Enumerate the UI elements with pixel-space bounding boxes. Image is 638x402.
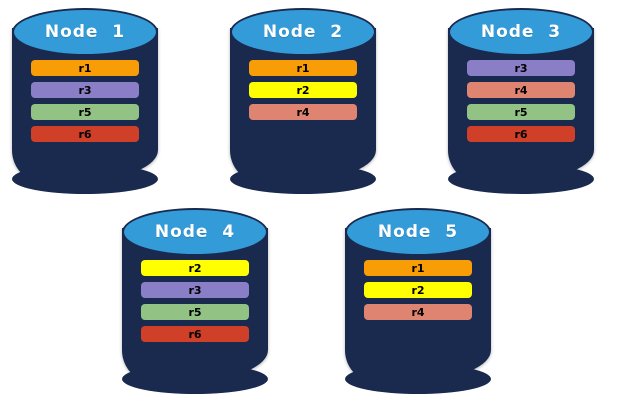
node-title: Node 3 xyxy=(480,22,562,42)
replica-bar-r1[interactable]: r1 xyxy=(364,260,472,276)
replica-bar-r4[interactable]: r4 xyxy=(364,304,472,320)
replica-bar-r2[interactable]: r2 xyxy=(364,282,472,298)
replica-bar-r5[interactable]: r5 xyxy=(31,104,139,120)
replica-bar-r1[interactable]: r1 xyxy=(249,60,357,76)
cylinder-top-ellipse xyxy=(12,8,158,56)
replica-label: r5 xyxy=(78,105,92,119)
replica-label: r6 xyxy=(514,127,528,141)
replica-label: r5 xyxy=(514,105,528,119)
replica-bar-r1[interactable]: r1 xyxy=(31,60,139,76)
replica-label: r6 xyxy=(188,327,202,341)
replica-label: r6 xyxy=(78,127,92,141)
replica-bar-r4[interactable]: r4 xyxy=(467,82,575,98)
node-title: Node 5 xyxy=(377,222,459,242)
replica-label: r4 xyxy=(296,105,310,119)
node-cylinder-2[interactable]: Node 2 r1 r2 r4 xyxy=(230,8,376,194)
cylinder-top-ellipse xyxy=(345,208,491,256)
node-cylinder-5[interactable]: Node 5 r1 r2 r4 xyxy=(345,208,491,394)
node-title: Node 1 xyxy=(44,22,126,42)
replica-bar-r4[interactable]: r4 xyxy=(249,104,357,120)
replica-label: r2 xyxy=(296,83,310,97)
replica-bar-r2[interactable]: r2 xyxy=(141,260,249,276)
node-title: Node 4 xyxy=(154,222,236,242)
replica-label: r3 xyxy=(188,283,202,297)
node-cylinder-4[interactable]: Node 4 r2 r3 r5 r6 xyxy=(122,208,268,394)
replica-list: r2 r3 r5 r6 xyxy=(122,260,268,342)
replica-bar-r5[interactable]: r5 xyxy=(141,304,249,320)
replica-label: r3 xyxy=(78,83,92,97)
replica-label: r3 xyxy=(514,61,528,75)
replica-list: r1 r3 r5 r6 xyxy=(12,60,158,142)
node-title: Node 2 xyxy=(262,22,344,42)
replica-list: r3 r4 r5 r6 xyxy=(448,60,594,142)
replica-label: r4 xyxy=(411,305,425,319)
replica-list: r1 r2 r4 xyxy=(345,260,491,320)
node-cylinder-1[interactable]: Node 1 r1 r3 r5 r6 xyxy=(12,8,158,194)
cylinder-top-ellipse xyxy=(448,8,594,56)
replica-label: r2 xyxy=(411,283,425,297)
replica-bar-r6[interactable]: r6 xyxy=(31,126,139,142)
cylinder-top-ellipse xyxy=(230,8,376,56)
replica-label: r1 xyxy=(296,61,310,75)
replica-label: r1 xyxy=(411,261,425,275)
replica-bar-r3[interactable]: r3 xyxy=(141,282,249,298)
replica-list: r1 r2 r4 xyxy=(230,60,376,120)
replica-bar-r3[interactable]: r3 xyxy=(467,60,575,76)
replica-bar-r6[interactable]: r6 xyxy=(141,326,249,342)
replica-bar-r6[interactable]: r6 xyxy=(467,126,575,142)
cylinder-top-ellipse xyxy=(122,208,268,256)
replica-label: r1 xyxy=(78,61,92,75)
replica-bar-r3[interactable]: r3 xyxy=(31,82,139,98)
replica-bar-r2[interactable]: r2 xyxy=(249,82,357,98)
replica-bar-r5[interactable]: r5 xyxy=(467,104,575,120)
replica-label: r2 xyxy=(188,261,202,275)
replica-label: r5 xyxy=(188,305,202,319)
replica-label: r4 xyxy=(514,83,528,97)
node-cylinder-3[interactable]: Node 3 r3 r4 r5 r6 xyxy=(448,8,594,194)
